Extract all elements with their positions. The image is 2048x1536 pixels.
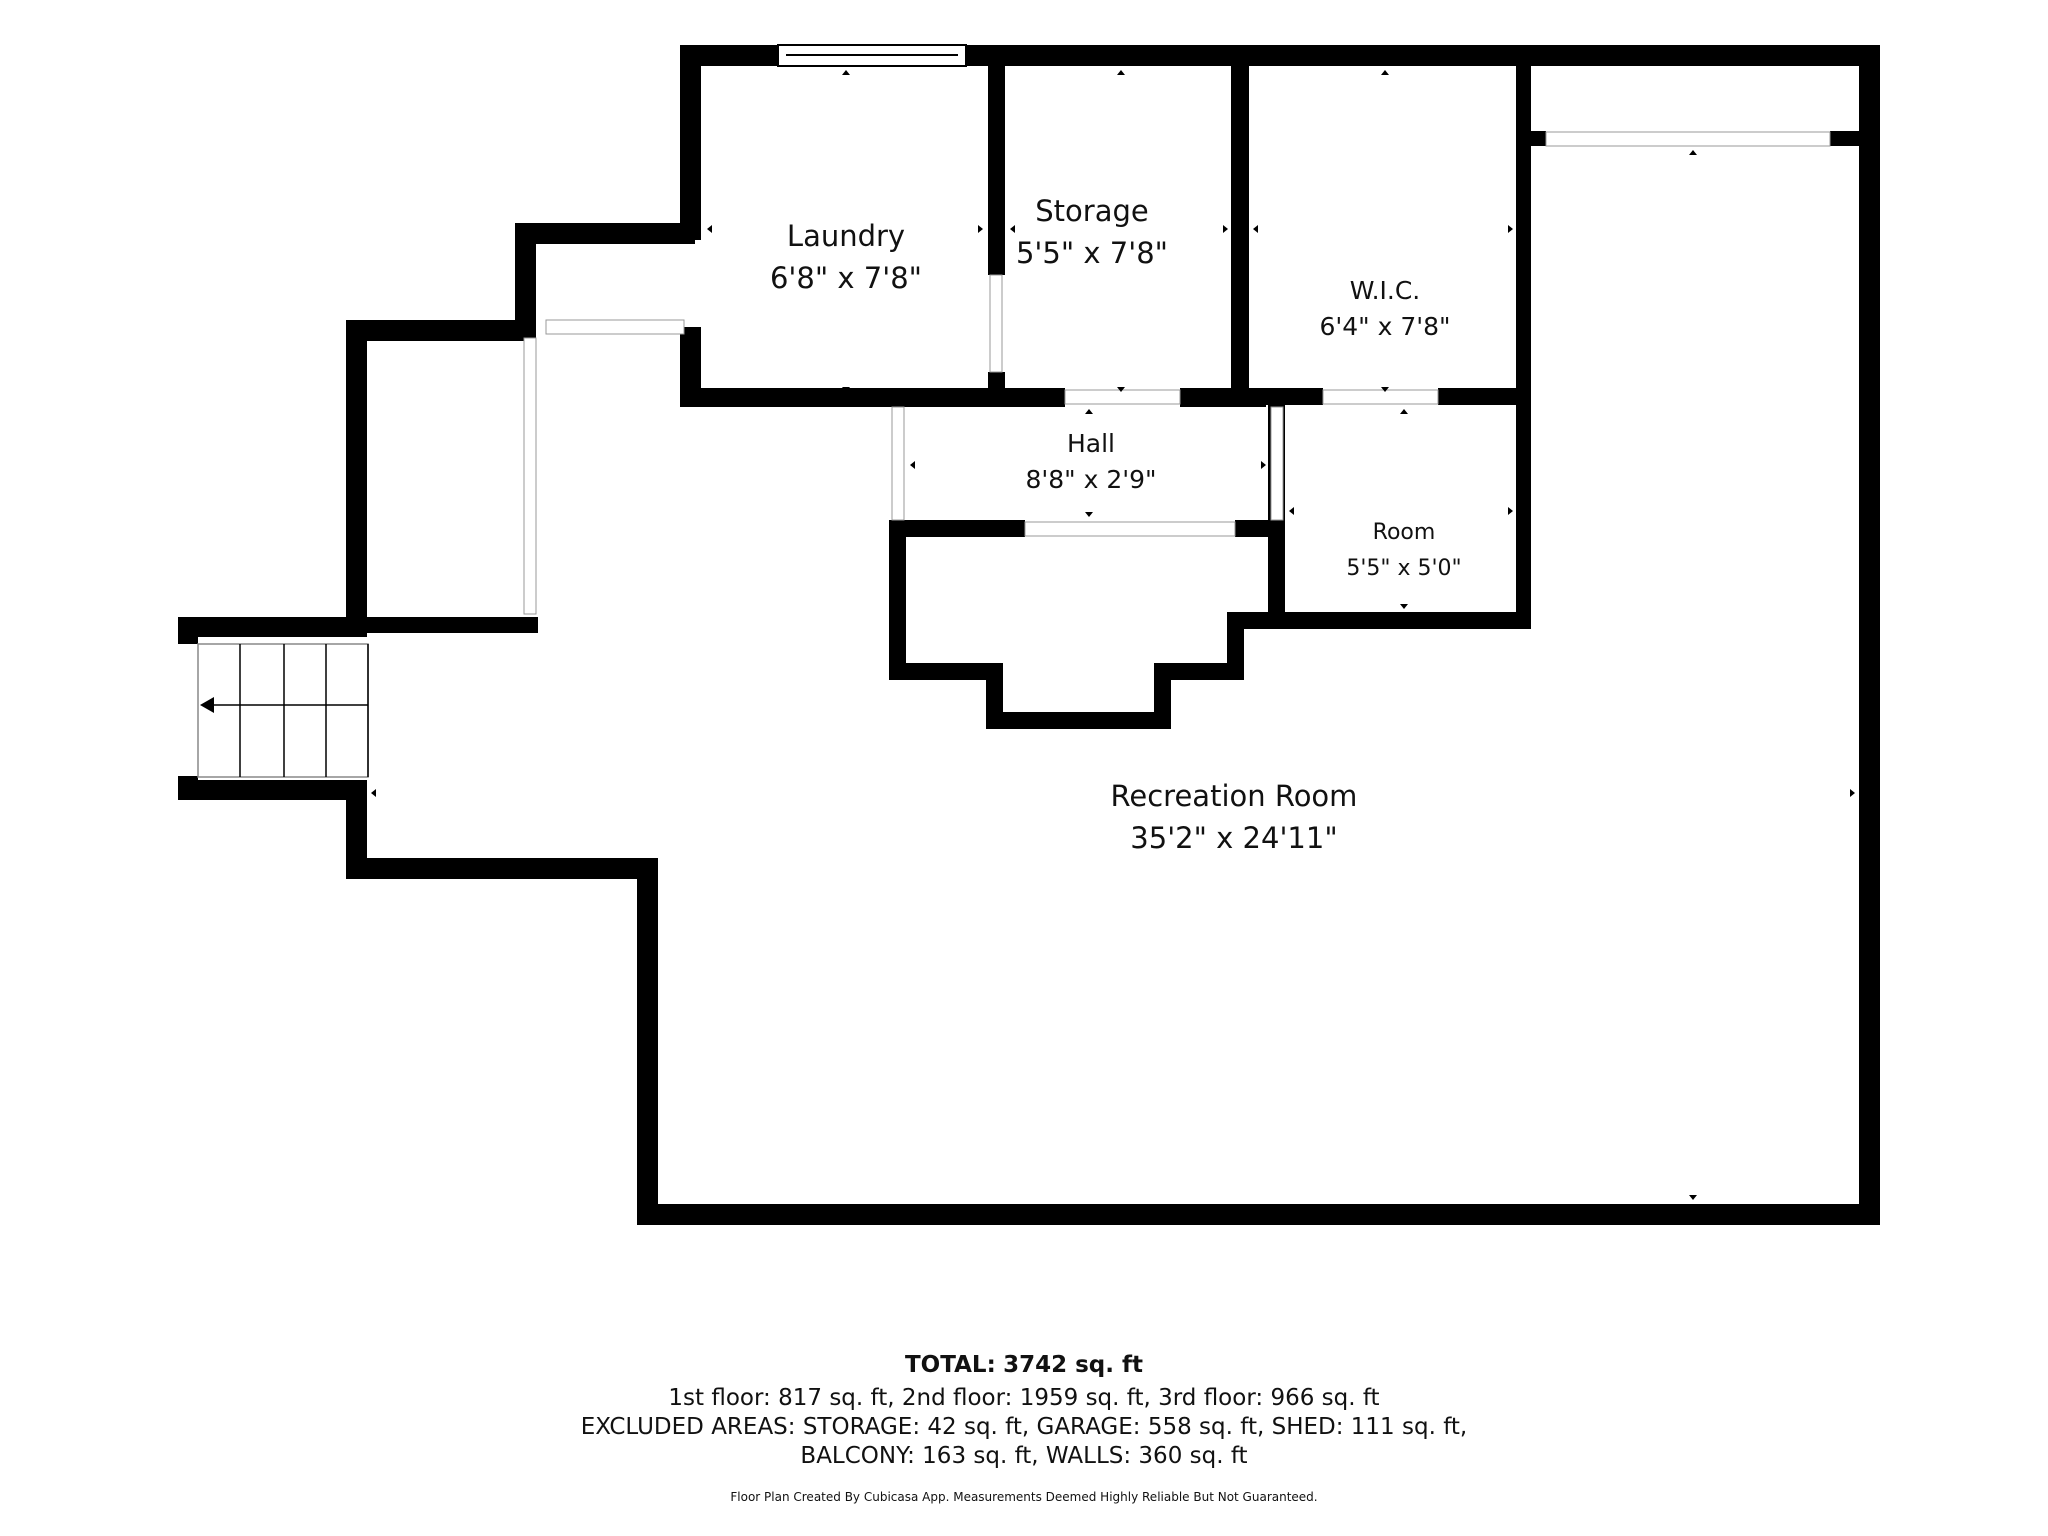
room-label-laundry: Laundry 6'8" x 7'8" bbox=[770, 219, 922, 295]
stair-direction-arrow bbox=[200, 697, 214, 713]
room-name: Storage bbox=[1035, 194, 1148, 228]
excluded-areas-line-2: BALCONY: 163 sq. ft, WALLS: 360 sq. ft bbox=[800, 1443, 1248, 1469]
walls bbox=[178, 45, 1880, 1225]
room-dims: 6'4" x 7'8" bbox=[1319, 312, 1450, 341]
room-name: Laundry bbox=[787, 219, 905, 253]
total-area: TOTAL: 3742 sq. ft bbox=[0, 1352, 2048, 1378]
dimension-markers bbox=[371, 70, 1855, 1200]
room-dims: 35'2" x 24'11" bbox=[1130, 821, 1337, 855]
room-name: Room bbox=[1373, 520, 1436, 545]
room-name: Recreation Room bbox=[1111, 779, 1358, 813]
room-label-recreation: Recreation Room 35'2" x 24'11" bbox=[1111, 779, 1358, 855]
room-dims: 8'8" x 2'9" bbox=[1025, 465, 1156, 494]
total-label: TOTAL: bbox=[904, 1352, 996, 1378]
total-value: 3742 sq. ft bbox=[1003, 1352, 1144, 1378]
room-label-hall: Hall 8'8" x 2'9" bbox=[1025, 429, 1156, 494]
room-label-wic: W.I.C. 6'4" x 7'8" bbox=[1319, 276, 1450, 341]
window bbox=[777, 44, 967, 67]
openings bbox=[523, 131, 1831, 615]
credit-note: Floor Plan Created By Cubicasa App. Meas… bbox=[730, 1490, 1318, 1504]
room-dims: 5'5" x 7'8" bbox=[1016, 236, 1168, 270]
room-dims: 5'5" x 5'0" bbox=[1346, 556, 1461, 581]
room-dims: 6'8" x 7'8" bbox=[770, 261, 922, 295]
room-label-storage: Storage 5'5" x 7'8" bbox=[1016, 194, 1168, 270]
room-label-room: Room 5'5" x 5'0" bbox=[1346, 520, 1461, 581]
room-name: Hall bbox=[1067, 429, 1115, 458]
floor-areas: 1st floor: 817 sq. ft, 2nd floor: 1959 s… bbox=[668, 1385, 1380, 1411]
room-name: W.I.C. bbox=[1350, 276, 1421, 305]
stairs bbox=[197, 643, 369, 778]
excluded-areas-line-1: EXCLUDED AREAS: STORAGE: 42 sq. ft, GARA… bbox=[580, 1414, 1468, 1440]
